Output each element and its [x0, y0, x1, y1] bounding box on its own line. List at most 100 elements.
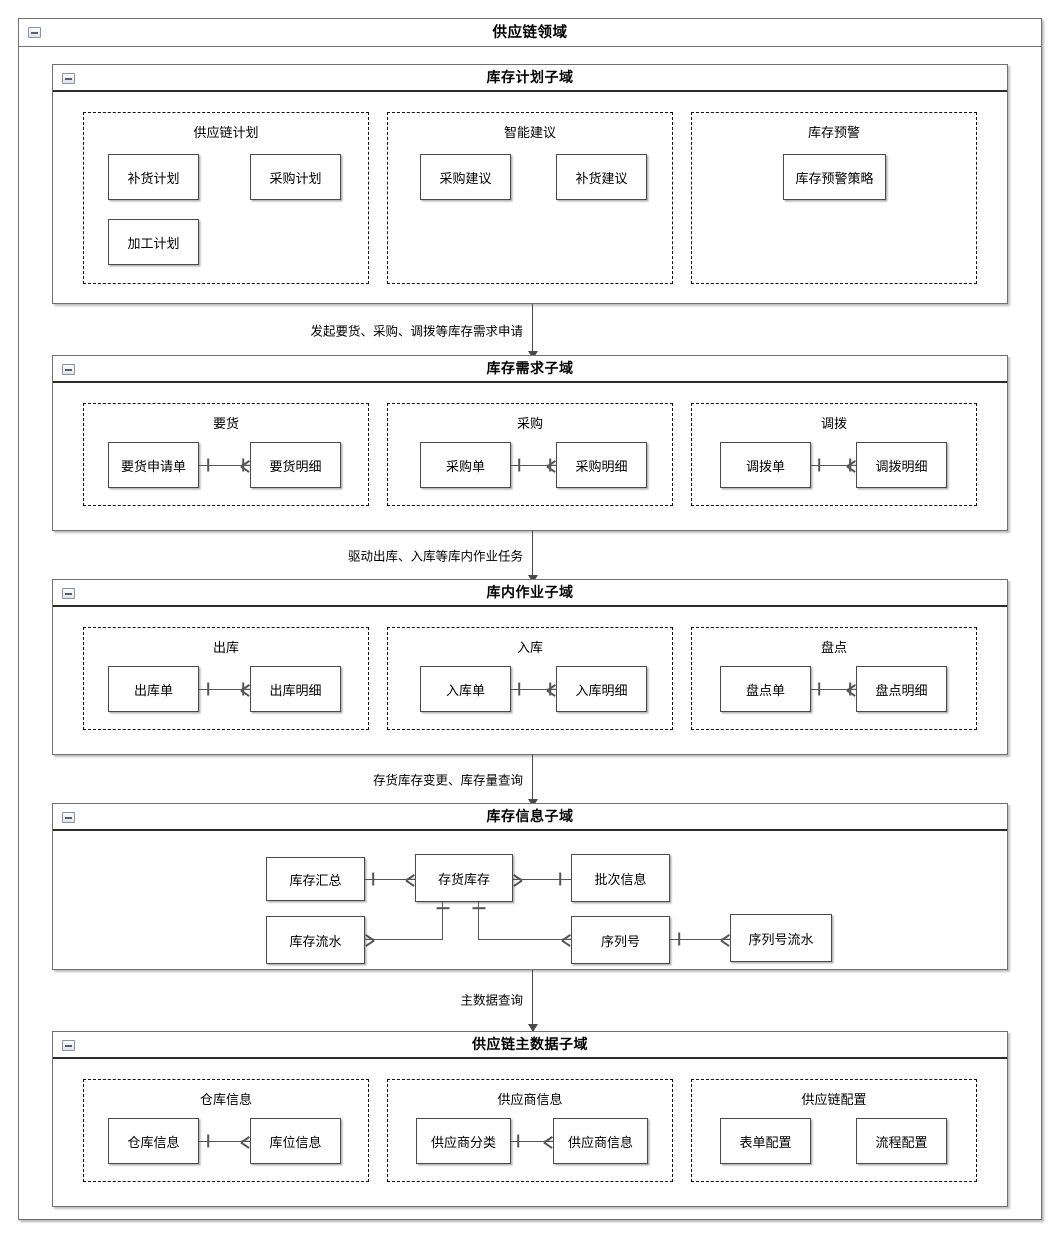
er-one-tick [436, 907, 450, 909]
entity-box[interactable]: 入库明细 [556, 666, 647, 712]
er-one-tick [517, 1134, 519, 1148]
entity-box[interactable]: 库存预警策略 [783, 154, 886, 200]
crow-foot-icon [405, 873, 416, 886]
entity-box[interactable]: 要货申请单 [108, 442, 199, 488]
entity-box[interactable]: 采购单 [420, 442, 511, 488]
minus-square-icon[interactable] [62, 73, 75, 84]
group-title: 盘点 [820, 641, 847, 656]
entity-box[interactable]: 库存汇总 [266, 857, 365, 901]
entity-box[interactable]: 仓库信息 [108, 1118, 199, 1164]
entity-box[interactable]: 存货库存 [415, 854, 513, 902]
group-transfer[interactable]: 调拨 [691, 403, 977, 506]
flow-label: 发起要货、采购、调拨等库存需求申请 [310, 323, 523, 339]
subdomain-inventory-plan[interactable]: 库存计划子域 供应链计划 补货计划 采购计划 加工计划 智能建议 采购建议 补货… [52, 64, 1008, 304]
entity-box[interactable]: 序列号流水 [730, 914, 832, 962]
entity-box[interactable]: 供应商分类 [416, 1118, 511, 1164]
entity-box[interactable]: 供应商信息 [553, 1118, 648, 1164]
subdomain-title: 供应链主数据子域 [472, 1037, 588, 1053]
crow-foot-icon [543, 1135, 554, 1148]
minus-square-icon[interactable] [62, 364, 75, 375]
crow-foot-icon [720, 933, 731, 946]
entity-box[interactable]: 补货计划 [108, 154, 199, 200]
entity-box[interactable]: 采购建议 [420, 154, 511, 200]
group-title: 库存预警 [807, 126, 860, 141]
subdomain-title: 库存计划子域 [486, 70, 574, 86]
subdomain-warehouse-operation[interactable]: 库内作业子域 出库 出库单 出库明细 入库 入库单 入库明细 盘点 盘点单 盘点… [52, 579, 1008, 755]
entity-box[interactable]: 出库单 [108, 666, 199, 712]
er-one-tick [242, 682, 244, 696]
minus-square-icon[interactable] [28, 27, 41, 38]
subdomain-header [53, 356, 1007, 383]
entity-box[interactable]: 入库单 [420, 666, 511, 712]
group-smart-suggestion[interactable]: 智能建议 [387, 112, 673, 284]
er-one-tick [818, 458, 820, 472]
subdomain-header [53, 804, 1007, 831]
minus-square-icon[interactable] [62, 1040, 75, 1051]
flow-label: 驱动出库、入库等库内作业任务 [347, 548, 523, 564]
er-one-tick [818, 682, 820, 696]
er-line [511, 465, 556, 467]
er-one-tick [207, 682, 209, 696]
group-title: 调拨 [820, 417, 847, 432]
entity-box[interactable]: 盘点明细 [856, 666, 947, 712]
minus-square-icon[interactable] [62, 588, 75, 599]
entity-box[interactable]: 调拨明细 [856, 442, 947, 488]
crow-foot-icon [846, 459, 857, 472]
subdomain-title: 库存需求子域 [486, 361, 574, 377]
er-line [811, 465, 856, 467]
crow-foot-icon [240, 459, 251, 472]
er-line [199, 465, 250, 467]
entity-box[interactable]: 采购计划 [250, 154, 341, 200]
entity-box[interactable]: 盘点单 [720, 666, 811, 712]
entity-box[interactable]: 加工计划 [108, 219, 199, 265]
er-one-tick [372, 872, 374, 886]
entity-box[interactable]: 库位信息 [250, 1118, 341, 1164]
er-one-tick [849, 458, 851, 472]
er-one-tick [518, 458, 520, 472]
group-supplier-info[interactable]: 供应商信息 [387, 1079, 673, 1182]
subdomain-title: 库内作业子域 [486, 585, 574, 601]
subdomain-header [53, 65, 1007, 92]
group-title: 要货 [212, 417, 239, 432]
er-line [199, 689, 250, 691]
er-one-tick [518, 682, 520, 696]
group-supply-chain-plan[interactable]: 供应链计划 [83, 112, 369, 284]
group-title: 入库 [516, 641, 543, 656]
group-warehouse-info[interactable]: 仓库信息 [83, 1079, 369, 1182]
subdomain-header [53, 1032, 1007, 1059]
group-supply-chain-config[interactable]: 供应链配置 [691, 1079, 977, 1182]
group-inventory-alert[interactable]: 库存预警 [691, 112, 977, 284]
entity-box[interactable]: 调拨单 [720, 442, 811, 488]
er-line [478, 939, 571, 941]
entity-box[interactable]: 采购明细 [556, 442, 647, 488]
group-purchase[interactable]: 采购 [387, 403, 673, 506]
er-one-tick [678, 932, 680, 946]
entity-box[interactable]: 表单配置 [720, 1118, 811, 1164]
entity-box[interactable]: 序列号 [571, 916, 670, 964]
group-inbound[interactable]: 入库 [387, 627, 673, 730]
crow-foot-icon [546, 459, 557, 472]
entity-box[interactable]: 要货明细 [250, 442, 341, 488]
entity-box[interactable]: 批次信息 [571, 854, 670, 902]
entity-box[interactable]: 出库明细 [250, 666, 341, 712]
group-outbound[interactable]: 出库 [83, 627, 369, 730]
er-line [365, 879, 415, 881]
minus-square-icon[interactable] [62, 812, 75, 823]
group-request-goods[interactable]: 要货 [83, 403, 369, 506]
er-one-tick [207, 458, 209, 472]
flow-line [532, 755, 534, 803]
entity-box[interactable]: 流程配置 [856, 1118, 947, 1164]
entity-box[interactable]: 补货建议 [556, 154, 647, 200]
er-one-tick [207, 1134, 209, 1148]
group-stocktaking[interactable]: 盘点 [691, 627, 977, 730]
subdomain-supply-master-data[interactable]: 供应链主数据子域 仓库信息 仓库信息 库位信息 供应商信息 供应商分类 供应商信… [52, 1031, 1008, 1207]
subdomain-inventory-demand[interactable]: 库存需求子域 要货 要货申请单 要货明细 采购 采购单 采购明细 调拨 调拨单 … [52, 355, 1008, 531]
group-title: 智能建议 [503, 126, 556, 141]
er-one-tick [549, 458, 551, 472]
crow-foot-icon [846, 683, 857, 696]
entity-box[interactable]: 库存流水 [266, 916, 365, 964]
flow-label: 存货库存变更、库存量查询 [372, 772, 523, 788]
er-line [670, 939, 730, 941]
subdomain-inventory-info[interactable]: 库存信息子域 库存汇总 存货库存 批次信息 库存流水 序列号 序列号流水 [52, 803, 1008, 970]
subdomain-title: 库存信息子域 [486, 809, 574, 825]
